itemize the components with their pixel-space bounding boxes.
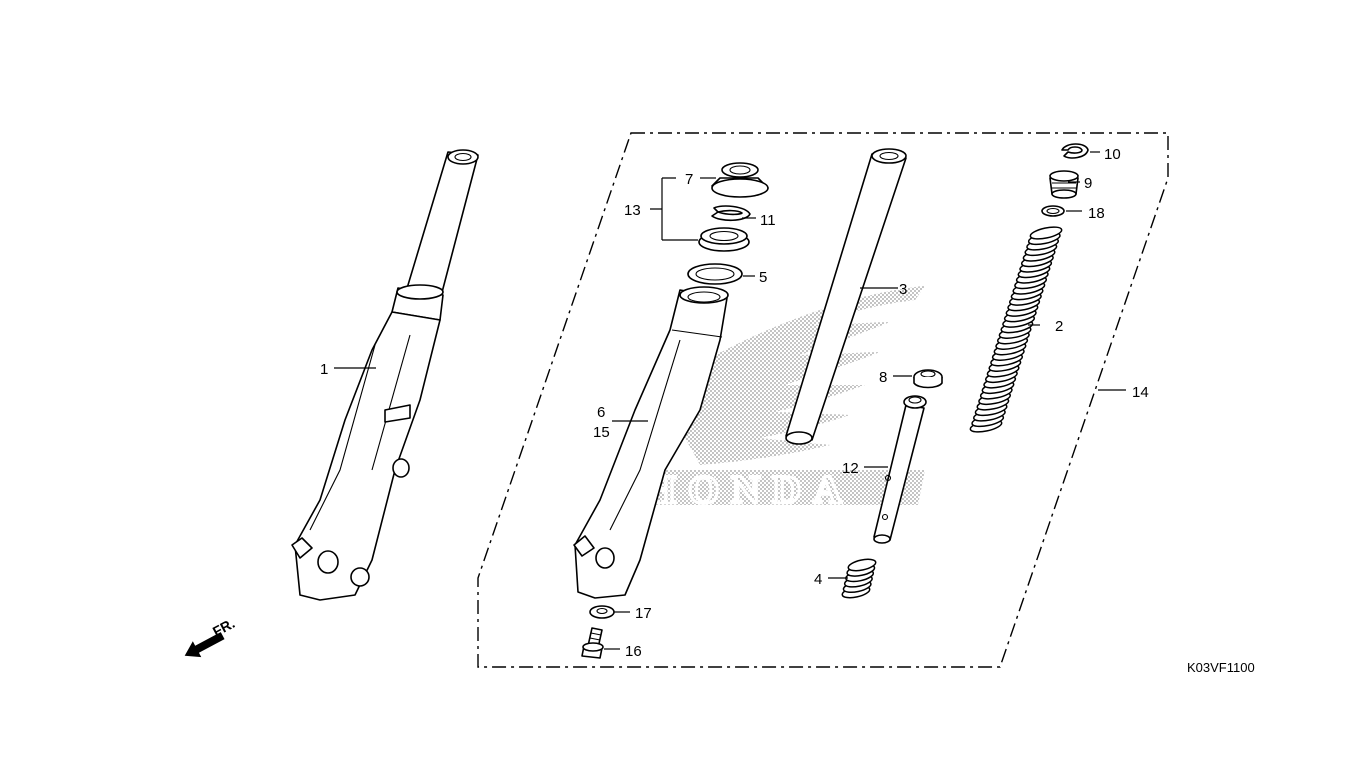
oil-seal-part [698, 227, 750, 252]
callout-4: 4 [814, 571, 822, 588]
dust-seal-part [711, 162, 769, 198]
callout-6: 6 [597, 404, 605, 421]
fork-pipe-part [785, 148, 907, 445]
spring-coil [1029, 226, 1063, 240]
callout-14: 14 [1132, 384, 1149, 401]
callout-10: 10 [1104, 146, 1121, 163]
callout-7: 7 [685, 171, 693, 188]
figure-code: K03VF1100 [1187, 660, 1255, 675]
callout-3: 3 [899, 281, 907, 298]
honda-logo-text: HONDA [645, 467, 854, 512]
sealing-washer-part [589, 605, 615, 619]
circlip-part [1061, 143, 1089, 159]
leader-lines [334, 151, 1126, 650]
damper-rod-part [873, 395, 927, 544]
callout-17: 17 [635, 605, 652, 622]
assembly-frame [477, 132, 1169, 668]
piston-ring-part [913, 369, 943, 389]
callout-5: 5 [759, 269, 767, 286]
fork-bolt-part [1049, 170, 1079, 199]
callout-8: 8 [879, 369, 887, 386]
back-up-ring-part [687, 263, 743, 285]
callout-13: 13 [624, 202, 641, 219]
callout-15: 15 [593, 424, 610, 441]
outer-slider-part [573, 286, 729, 599]
front-direction-arrow: FR. [184, 615, 237, 658]
fork-spring-part [969, 226, 1063, 433]
callout-2: 2 [1055, 318, 1063, 335]
callout-9: 9 [1084, 175, 1092, 192]
fork-leg-assembly-part [291, 149, 479, 601]
callout-16: 16 [625, 643, 642, 660]
snap-clip-part [711, 205, 751, 222]
callout-11: 11 [760, 212, 776, 229]
callout-18: 18 [1088, 205, 1105, 222]
honda-wing-watermark: HONDA [640, 286, 925, 514]
o-ring-part [1041, 205, 1065, 217]
callout-12: 12 [842, 460, 859, 477]
spring-coil [847, 558, 877, 572]
socket-bolt-part [581, 627, 604, 659]
rebound-spring-part [841, 558, 877, 599]
callout-1: 1 [320, 361, 328, 378]
callout-labels: 1 2 3 4 5 6 7 8 9 10 11 12 13 14 15 16 1… [320, 146, 1149, 660]
